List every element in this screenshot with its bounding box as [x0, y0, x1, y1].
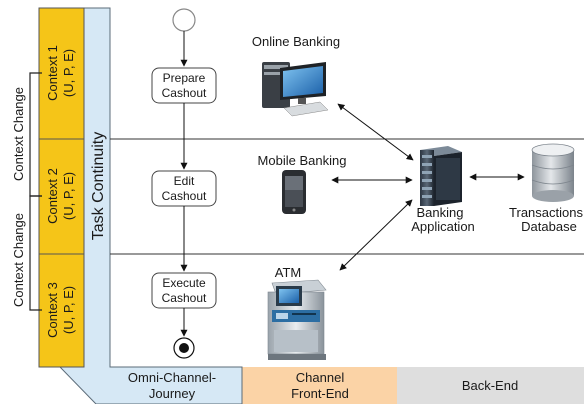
activity-edit-line2: Cashout	[162, 189, 207, 203]
activity-execute-line2: Cashout	[162, 291, 207, 305]
task-continuity-label: Task Continuity	[90, 132, 107, 241]
channel-frontend-band	[242, 367, 397, 404]
mobile-banking-label: Mobile Banking	[258, 153, 347, 168]
db-label-line1: Transactions	[509, 205, 583, 220]
channel-frontend-label-line2: Front-End	[291, 386, 349, 401]
context-change-bracket-2	[29, 195, 42, 311]
smartphone-icon	[282, 170, 306, 214]
activity-prepare-line2: Cashout	[162, 86, 207, 100]
activity-prepare-line1: Prepare	[163, 71, 206, 85]
connector-online-to-app	[337, 103, 414, 161]
context-1-label: Context 1	[45, 45, 60, 101]
context-change-label-2: Context Change	[11, 213, 26, 307]
end-node-core	[179, 343, 189, 353]
context-3-box	[38, 253, 85, 368]
task-continuity-arrow	[58, 7, 243, 404]
database-icon	[531, 143, 575, 202]
atm-label: ATM	[275, 265, 301, 280]
start-node	[172, 8, 196, 32]
db-label-line2: Database	[521, 219, 577, 234]
backend-label: Back-End	[462, 378, 518, 393]
server-icon	[420, 146, 462, 206]
atm-icon	[267, 279, 327, 360]
banking-app-label-line1: Banking	[417, 205, 464, 220]
context-2-params: (U, P, E)	[61, 172, 76, 220]
channel-frontend-label-line1: Channel	[296, 370, 345, 385]
backend-band	[397, 367, 584, 404]
context-1-params: (U, P, E)	[61, 49, 76, 97]
omni-channel-label-line2: Journey	[149, 386, 196, 401]
banking-app-label-line2: Application	[411, 219, 475, 234]
connector-atm-to-app	[339, 199, 413, 271]
activity-edit-line1: Edit	[174, 174, 195, 188]
context-3-params: (U, P, E)	[61, 286, 76, 334]
context-change-label-1: Context Change	[11, 87, 26, 181]
activity-execute-line1: Execute	[162, 276, 206, 290]
context-3-label: Context 3	[45, 282, 60, 338]
context-2-label: Context 2	[45, 168, 60, 224]
online-banking-label: Online Banking	[252, 34, 340, 49]
omni-channel-label-line1: Omni-Channel-	[128, 370, 216, 385]
desktop-computer-icon	[262, 62, 329, 117]
context-2-box	[38, 138, 85, 255]
